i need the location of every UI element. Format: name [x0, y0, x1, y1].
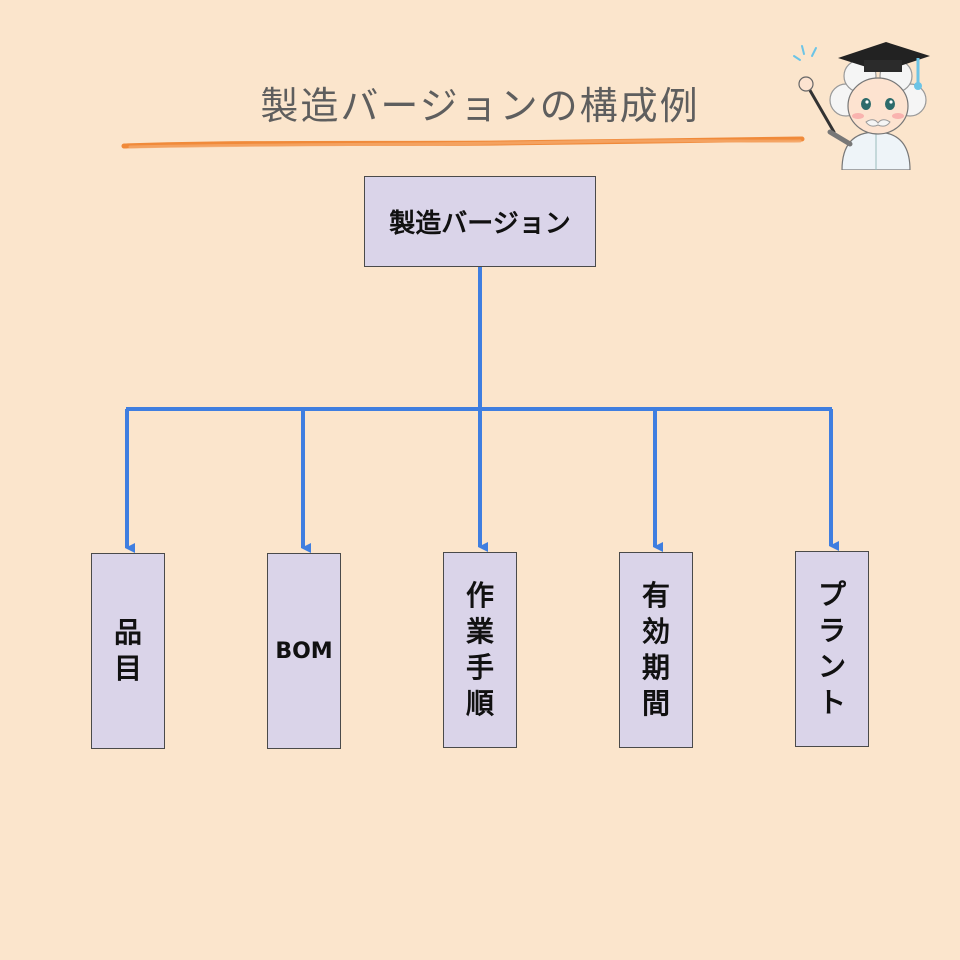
- child-node-bom: BOM: [267, 553, 341, 749]
- label-char: 作: [465, 579, 494, 612]
- label-char: 間: [641, 687, 670, 720]
- child-node-routing: 作業手順: [443, 552, 517, 748]
- label-char: 目: [113, 652, 142, 685]
- label-char: 順: [465, 687, 494, 720]
- professor-mascot-icon: [793, 42, 930, 170]
- label-char: 有: [641, 579, 670, 612]
- root-node: 製造バージョン: [364, 176, 596, 267]
- child-node-label: 作業手順: [466, 578, 494, 722]
- child-node-label: 品目: [114, 615, 142, 687]
- label-char: 品: [113, 616, 142, 649]
- label-char: 期: [641, 651, 670, 684]
- child-node-item: 品目: [91, 553, 165, 749]
- label-char: 効: [641, 615, 670, 648]
- label-char: 手: [465, 651, 494, 684]
- label-char: 業: [465, 615, 494, 648]
- label-char: プ: [817, 578, 846, 611]
- page-title: 製造バージョンの構成例: [260, 84, 700, 128]
- child-node-label: BOM: [275, 638, 333, 664]
- label-char: ン: [817, 650, 846, 683]
- child-node-label: 有効期間: [642, 578, 670, 722]
- root-node-label: 製造バージョン: [389, 209, 571, 239]
- label-char: ラ: [817, 614, 846, 647]
- child-node-label: プラント: [818, 577, 846, 721]
- child-node-validity-period: 有効期間: [619, 552, 693, 748]
- title-underline: [121, 136, 805, 149]
- child-node-plant: プラント: [795, 551, 869, 747]
- label-char: ト: [817, 686, 846, 719]
